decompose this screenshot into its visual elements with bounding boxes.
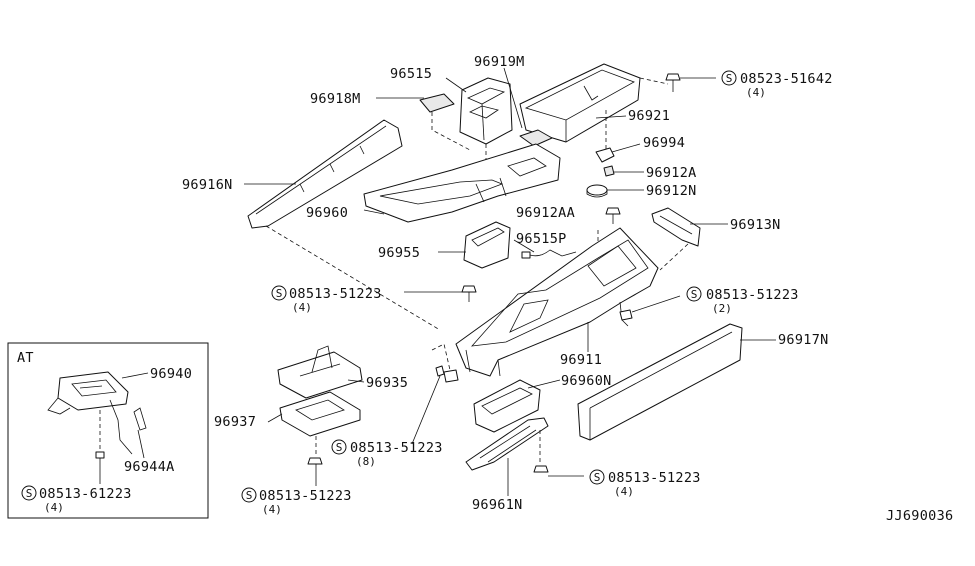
label-96935: 96935	[366, 375, 408, 391]
label-08513-51223-right: 08513-51223	[706, 287, 799, 303]
harness-96515P-part	[521, 249, 577, 259]
console-96911-part	[455, 227, 659, 377]
label-08523-51642: 08523-51642	[740, 71, 833, 87]
screw-symbol-icon	[241, 487, 257, 503]
label-96955: 96955	[378, 245, 420, 261]
mat-96918M-part	[419, 93, 455, 113]
bracket-96961N-part	[465, 417, 549, 471]
label-08513-51223-bottom-left: 08513-51223	[259, 488, 352, 504]
screw-symbol-letter: S	[246, 489, 253, 502]
label-96917N: 96917N	[778, 332, 829, 348]
screw-symbol-icon	[721, 70, 737, 86]
qty-08513-51223-right: (2)	[712, 302, 732, 315]
side-panel-96917N-part	[577, 323, 743, 441]
qty-08513-51223-bottom-right: (4)	[614, 485, 634, 498]
qty-08513-61223: (4)	[44, 501, 64, 514]
screw-08523-part	[665, 73, 681, 92]
at-inset: AT 96940 96944A S 08513-61223 (4)	[7, 342, 209, 519]
screw-symbol-letter: S	[726, 72, 733, 85]
screw-symbol-icon	[271, 285, 287, 301]
label-96961N: 96961N	[472, 497, 523, 513]
screw-symbol-icon	[21, 485, 37, 501]
label-96913N: 96913N	[730, 217, 781, 233]
boot-96935-part	[277, 345, 363, 399]
screw-symbol-letter: S	[26, 487, 33, 500]
label-96911: 96911	[560, 352, 602, 368]
label-96940: 96940	[150, 366, 192, 382]
inset-title: AT	[17, 350, 34, 366]
at-screw-part	[95, 451, 105, 470]
finisher-96960-part	[363, 143, 561, 223]
cover-96913N-part	[651, 207, 701, 247]
pocket-96955-part	[463, 221, 511, 269]
cup-holder-96515-part	[459, 77, 513, 145]
screw-symbol-icon	[589, 469, 605, 485]
label-96994: 96994	[643, 135, 685, 151]
label-96916N: 96916N	[182, 177, 233, 193]
plate-96937-part	[279, 391, 361, 437]
screw-08513-left-part	[461, 285, 477, 302]
screw-08513-right-part	[619, 309, 633, 321]
button-96912A-part	[603, 165, 615, 177]
label-96515: 96515	[390, 66, 432, 82]
label-96912N: 96912N	[646, 183, 697, 199]
label-96912A: 96912A	[646, 165, 697, 181]
qty-08513-51223-bottom-left: (4)	[262, 503, 282, 516]
qty-08513-51223-left: (4)	[292, 301, 312, 314]
latch-96994-part	[595, 147, 615, 163]
label-08513-51223-bottom-right: 08513-51223	[608, 470, 701, 486]
screw-08513-bottom-right-part	[533, 465, 549, 473]
shifter-bezel-96940-part	[47, 371, 147, 455]
qty-08513-51223-mid: (8)	[356, 455, 376, 468]
label-08513-61223: 08513-61223	[39, 486, 132, 502]
screw-symbol-letter: S	[336, 441, 343, 454]
screw-08513-mid-part	[435, 365, 459, 383]
label-96960: 96960	[306, 205, 348, 221]
screw-symbol-letter: S	[594, 471, 601, 484]
label-96921: 96921	[628, 108, 670, 124]
mat-96919M-part	[519, 129, 553, 147]
label-96944A: 96944A	[124, 459, 175, 475]
screw-symbol-letter: S	[691, 288, 698, 301]
drawing-code: JJ690036	[886, 508, 953, 524]
screw-08513-bottom-left-part	[307, 457, 323, 465]
cover-96960N-part	[473, 379, 541, 433]
screw-symbol-letter: S	[276, 287, 283, 300]
clip-96912AA-part	[605, 207, 621, 224]
console-lid-96921-part	[519, 63, 669, 150]
label-96919M: 96919M	[474, 54, 525, 70]
label-96918M: 96918M	[310, 91, 361, 107]
screw-symbol-icon	[686, 286, 702, 302]
qty-08523-51642: (4)	[746, 86, 766, 99]
label-96515P: 96515P	[516, 231, 567, 247]
label-96937: 96937	[214, 414, 256, 430]
label-08513-51223-mid: 08513-51223	[350, 440, 443, 456]
cap-96912N-part	[586, 184, 608, 198]
screw-symbol-icon	[331, 439, 347, 455]
side-rail-96916N-part	[247, 119, 403, 229]
label-96912AA: 96912AA	[516, 205, 575, 221]
label-96960N: 96960N	[561, 373, 612, 389]
label-08513-51223-left: 08513-51223	[289, 286, 382, 302]
